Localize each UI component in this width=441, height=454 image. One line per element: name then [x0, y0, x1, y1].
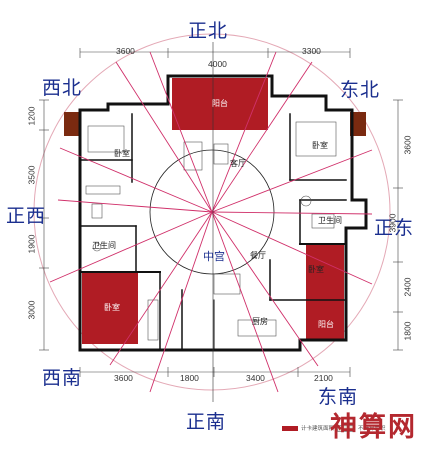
- center-palace-label: 中宫: [203, 250, 225, 263]
- dim-bottom-1: 3600: [114, 373, 133, 383]
- ledge-west: [64, 112, 80, 136]
- room-label-dining-room: 餐厅: [250, 251, 266, 260]
- bedroom-east-fill: [306, 244, 344, 300]
- direction-northeast: 东北: [340, 79, 381, 101]
- direction-north: 正北: [188, 20, 229, 42]
- room-label-balcony-se: 阳台: [318, 320, 334, 329]
- dim-top-2: 4000: [208, 59, 227, 69]
- dim-left-1: 1200: [26, 106, 37, 126]
- bedroom-southwest-fill: [82, 272, 138, 344]
- dim-bottom-4: 2100: [314, 373, 333, 383]
- dim-right-2: 3900: [387, 213, 398, 233]
- room-label-kitchen: 厨房: [252, 317, 268, 326]
- center-circle: [149, 149, 275, 275]
- balcony-southeast-fill: [306, 300, 344, 340]
- room-label-bedroom-sw: 卧室: [104, 303, 120, 312]
- direction-east: 正东: [374, 217, 415, 239]
- direction-west: 正西: [6, 205, 47, 227]
- room-label-balcony-n: 阳台: [212, 99, 228, 108]
- dim-left-2: 3500: [26, 165, 37, 185]
- dim-left-4: 3000: [26, 300, 37, 320]
- bagua-outer-circle: [33, 33, 391, 391]
- room-label-living-room: 客厅: [230, 159, 246, 168]
- direction-southwest: 西南: [42, 367, 83, 389]
- dim-top-1: 3600: [116, 46, 135, 56]
- direction-southeast: 东南: [318, 386, 359, 408]
- legend-label-counted: 计卡建筑面积: [301, 426, 335, 432]
- legend: 计卡建筑面积 不计算面积: [282, 424, 386, 432]
- legend-swatch-uncounted: [337, 424, 356, 432]
- room-label-bedroom-ne: 卧室: [312, 141, 328, 150]
- balcony-north-fill: [172, 78, 268, 130]
- room-label-bathroom-w: 卫生间: [92, 241, 116, 250]
- direction-south: 正南: [186, 411, 227, 433]
- legend-label-uncounted: 不计算面积: [358, 426, 386, 432]
- room-label-bathroom-e: 卫生间: [318, 216, 342, 225]
- dim-bottom-2: 1800: [180, 373, 199, 383]
- legend-swatch-counted: [282, 425, 298, 431]
- dim-top-3: 3300: [302, 46, 321, 56]
- dim-right-4: 1800: [402, 321, 413, 341]
- dimension-lines: [39, 48, 403, 377]
- dim-bottom-3: 3400: [246, 373, 265, 383]
- dim-left-3: 1900: [26, 234, 37, 254]
- room-label-bedroom-nw: 卧室: [114, 149, 130, 158]
- sector-lines: [49, 51, 373, 393]
- room-label-bedroom-e: 卧室: [308, 265, 324, 274]
- dim-right-1: 3600: [402, 135, 413, 155]
- dim-right-3: 2400: [402, 277, 413, 297]
- direction-northwest: 西北: [42, 77, 83, 99]
- ledge-east: [350, 112, 366, 136]
- watermark-logo: 神算网: [330, 412, 417, 443]
